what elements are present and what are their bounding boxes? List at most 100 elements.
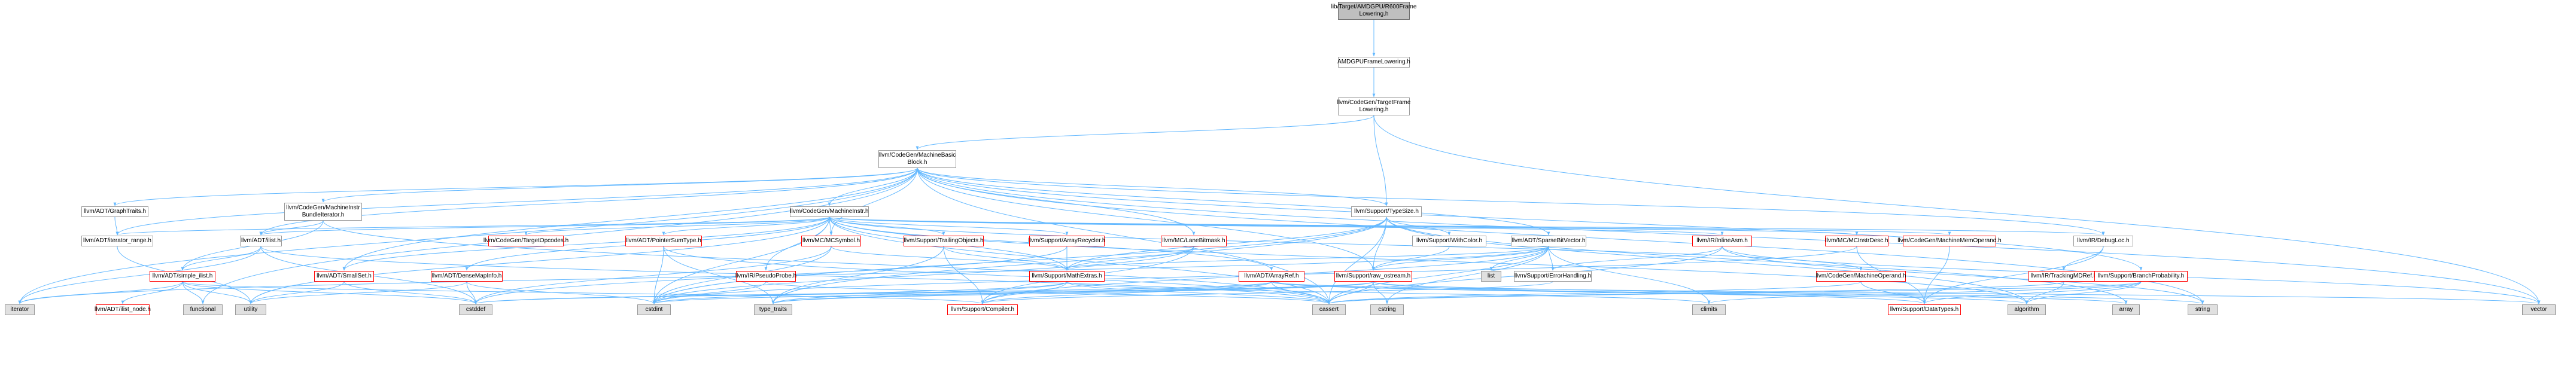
node-sparsebv[interactable]: llvm/ADT/SparseBitVector.h	[1511, 236, 1586, 246]
edge-pseudoprobe-to-cassert	[765, 281, 1331, 304]
edge-mbb-to-mi	[828, 167, 918, 206]
node-graphtraits[interactable]: llvm/ADT/GraphTraits.h	[81, 206, 148, 217]
edge-rawostream-to-typetraits	[771, 281, 1374, 304]
edge-simpleilist-to-ilistnode	[121, 281, 183, 304]
node-densemapinfo[interactable]: llvm/ADT/DenseMapInfo.h	[431, 271, 503, 282]
node-smallset[interactable]: llvm/ADT/SmallSet.h	[314, 271, 374, 282]
node-iterator[interactable]: iterator	[5, 304, 35, 315]
node-typesize[interactable]: llvm/Support/TypeSize.h	[1351, 206, 1422, 217]
edge-ilist-to-iterator	[18, 246, 261, 304]
edge-mbb-to-iterrange	[115, 167, 918, 236]
node-mo[interactable]: llvm/CodeGen/MachineOperand.h	[1815, 271, 1906, 282]
node-arrayrecycler[interactable]: llvm/Support/ArrayRecycler.h	[1029, 236, 1105, 246]
node-simpleilist[interactable]: llvm/ADT/simple_ilist.h	[150, 271, 215, 282]
node-vector[interactable]: vector	[2522, 304, 2556, 315]
edge-mo-to-cassert	[1327, 281, 1862, 304]
node-iterrange[interactable]: llvm/ADT/iterator_range.h	[81, 236, 153, 246]
node-tgtopcodes[interactable]: llvm/CodeGen/TargetOpcodes.h	[483, 236, 568, 246]
edge-errorhandling-to-compiler	[981, 281, 1553, 304]
edge-rawostream-to-cstddef	[475, 281, 1374, 304]
node-ilist[interactable]: llvm/ADT/ilist.h	[240, 236, 282, 246]
edge-mathextras-to-climits	[1066, 281, 1711, 304]
node-datatypes[interactable]: llvm/Support/DataTypes.h	[1888, 304, 1961, 315]
node-functional[interactable]: functional	[183, 304, 223, 315]
edge-rawostream-to-datatypes	[1373, 281, 1926, 304]
edge-mi-to-iterrange	[116, 216, 830, 236]
edge-sparsebv-to-list	[1489, 246, 1549, 271]
node-cassert[interactable]: cassert	[1312, 304, 1346, 315]
edge-mi-to-ptrsumtype	[662, 216, 830, 236]
edge-mbb-to-debugloc	[917, 167, 2105, 236]
node-ptrsumtype[interactable]: llvm/ADT/PointerSumType.h	[625, 236, 702, 246]
edge-trackingmdref-to-cassert	[1327, 281, 2064, 304]
node-amdgpufl[interactable]: AMDGPUFrameLowering.h	[1337, 57, 1410, 68]
node-typetraits[interactable]: type_traits	[754, 304, 792, 315]
node-withcolor[interactable]: llvm/Support/WithColor.h	[1412, 236, 1486, 246]
edge-mi-to-debugloc	[829, 216, 2104, 236]
node-inlineasm[interactable]: llvm/IR/InlineAsm.h	[1692, 236, 1752, 246]
node-string[interactable]: string	[2188, 304, 2218, 315]
edge-pseudoprobe-to-cstdint	[652, 281, 767, 304]
edge-mbb-to-iterator	[18, 167, 918, 304]
edge-branchprob-to-climits	[1707, 281, 2142, 304]
edge-rawostream-to-cstring	[1373, 281, 1389, 304]
edge-mbb-to-smallset	[342, 167, 918, 271]
edge-mcsymbol-to-cstddef	[474, 246, 832, 304]
node-errorhandling[interactable]: llvm/Support/ErrorHandling.h	[1514, 271, 1592, 282]
node-debugloc[interactable]: llvm/IR/DebugLoc.h	[2073, 236, 2133, 246]
node-mcsymbol[interactable]: llvm/MC/MCSymbol.h	[801, 236, 861, 246]
edge-sparsebv-to-rawostream	[1371, 246, 1549, 271]
edge-tfl-to-mbb	[916, 115, 1374, 150]
node-climits[interactable]: climits	[1692, 304, 1726, 315]
node-arrayref[interactable]: llvm/ADT/ArrayRef.h	[1239, 271, 1304, 282]
edge-typesize-to-cstdint	[652, 216, 1387, 304]
node-root[interactable]: lib/Target/AMDGPU/R600Frame Lowering.h	[1331, 2, 1416, 20]
edge-rawostream-to-string	[1373, 281, 2204, 304]
edge-densemapinfo-to-cstdint	[466, 281, 656, 304]
node-mbb[interactable]: llvm/CodeGen/MachineBasic Block.h	[878, 150, 956, 168]
edge-ptrsumtype-to-cassert	[663, 246, 1331, 304]
node-array[interactable]: array	[2112, 304, 2140, 315]
edge-mbb-to-mibundle	[321, 167, 918, 203]
node-ilistnode[interactable]: llvm/ADT/ilist_node.h	[95, 304, 151, 315]
node-rawostream[interactable]: llvm/Support/raw_ostream.h	[1334, 271, 1412, 282]
edge-typesize-to-mathextras	[1065, 216, 1387, 271]
node-mcinstrdesc[interactable]: llvm/MC/MCInstrDesc.h	[1825, 236, 1888, 246]
edge-debugloc-to-datatypes	[1923, 246, 2104, 304]
node-trackingmdref[interactable]: llvm/IR/TrackingMDRef.h	[2028, 271, 2099, 282]
node-cstddef[interactable]: cstddef	[459, 304, 492, 315]
edge-tfl-to-typesize	[1373, 115, 1388, 206]
node-lanebitmask[interactable]: llvm/MC/LaneBitmask.h	[1161, 236, 1227, 246]
node-mibundle[interactable]: llvm/CodeGen/MachineInstr BundleIterator…	[284, 203, 362, 221]
edge-simpleilist-to-utility	[182, 281, 253, 304]
edge-simpleilist-to-iterator	[18, 281, 183, 304]
node-utility[interactable]: utility	[235, 304, 266, 315]
node-cstring[interactable]: cstring	[1370, 304, 1404, 315]
node-branchprob[interactable]: llvm/Support/BranchProbability.h	[2094, 271, 2188, 282]
edge-inlineasm-to-string	[1722, 246, 2204, 304]
edge-typesize-to-cassert	[1327, 216, 1387, 304]
edge-mathextras-to-cassert	[1066, 281, 1331, 304]
edge-mo-to-datatypes	[1860, 281, 1926, 304]
edge-mbb-to-graphtraits	[113, 167, 918, 206]
edge-typesize-to-array	[1386, 216, 2128, 304]
node-algorithm[interactable]: algorithm	[2008, 304, 2046, 315]
edge-arrayref-to-compiler	[981, 281, 1272, 304]
node-mi[interactable]: llvm/CodeGen/MachineInstr.h	[790, 206, 869, 217]
node-mathextras[interactable]: llvm/Support/MathExtras.h	[1029, 271, 1105, 282]
node-pseudoprobe[interactable]: llvm/IR/PseudoProbe.h	[735, 271, 796, 282]
node-tfl[interactable]: llvm/CodeGen/TargetFrame Lowering.h	[1337, 97, 1410, 115]
edge-mi-to-mmo	[829, 216, 1951, 236]
node-cstdint[interactable]: cstdint	[637, 304, 671, 315]
edge-mbb-to-sparsebv	[917, 167, 1550, 236]
edge-mi-to-cstdint	[652, 216, 830, 304]
node-trailing[interactable]: llvm/Support/TrailingObjects.h	[904, 236, 984, 246]
node-compiler[interactable]: llvm/Support/Compiler.h	[947, 304, 1018, 315]
edge-ptrsumtype-to-cstdint	[652, 246, 664, 304]
edge-tfl-to-vector	[1373, 115, 2541, 304]
edge-mbb-to-ilist	[259, 167, 918, 236]
node-list[interactable]: list	[1481, 271, 1501, 282]
dependency-edges	[18, 20, 2541, 304]
node-mmo[interactable]: llvm/CodeGen/MachineMemOperand.h	[1897, 236, 2002, 246]
edge-inlineasm-to-errorhandling	[1551, 246, 1723, 271]
